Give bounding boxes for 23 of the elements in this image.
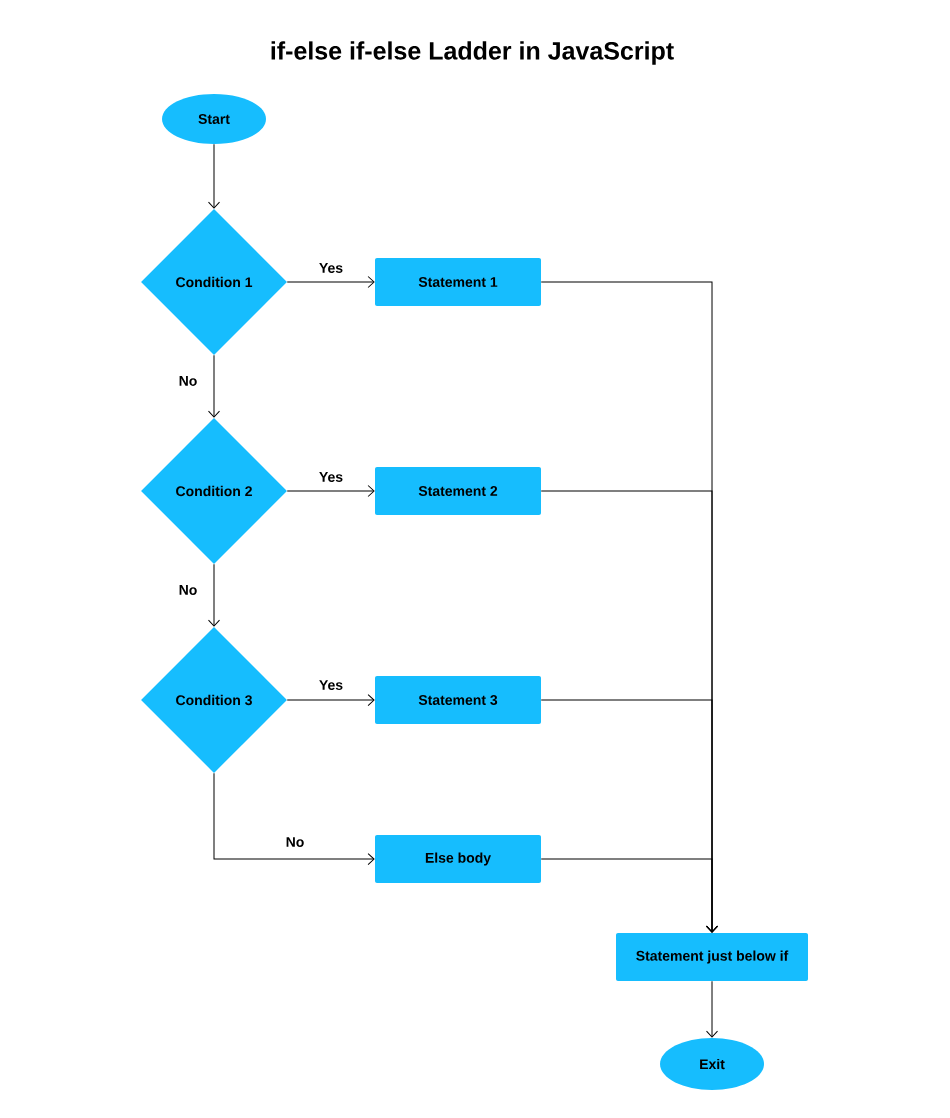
edge-label: Yes <box>317 262 345 274</box>
edge-label: No <box>177 584 199 596</box>
process-box: Statement 3 <box>375 676 541 724</box>
arrow <box>540 858 718 933</box>
arrow <box>286 276 375 288</box>
arrow <box>208 354 220 418</box>
arrow <box>208 143 220 209</box>
arrow <box>208 563 220 627</box>
arrow <box>706 980 718 1038</box>
process-box: Else body <box>375 835 541 883</box>
edge-label: No <box>284 836 306 848</box>
edge-label: Yes <box>317 679 345 691</box>
arrow <box>286 694 375 706</box>
edge-label: No <box>177 375 199 387</box>
process-box: Statement 1 <box>375 258 541 306</box>
arrow <box>213 772 375 865</box>
terminal-oval: Exit <box>660 1038 764 1090</box>
process-box: Statement just below if <box>616 933 808 981</box>
terminal-oval: Start <box>162 94 266 144</box>
title: if-else if-else Ladder in JavaScript <box>271 41 674 65</box>
arrow <box>286 485 375 497</box>
edge-label: Yes <box>317 471 345 483</box>
process-box: Statement 2 <box>375 467 541 515</box>
